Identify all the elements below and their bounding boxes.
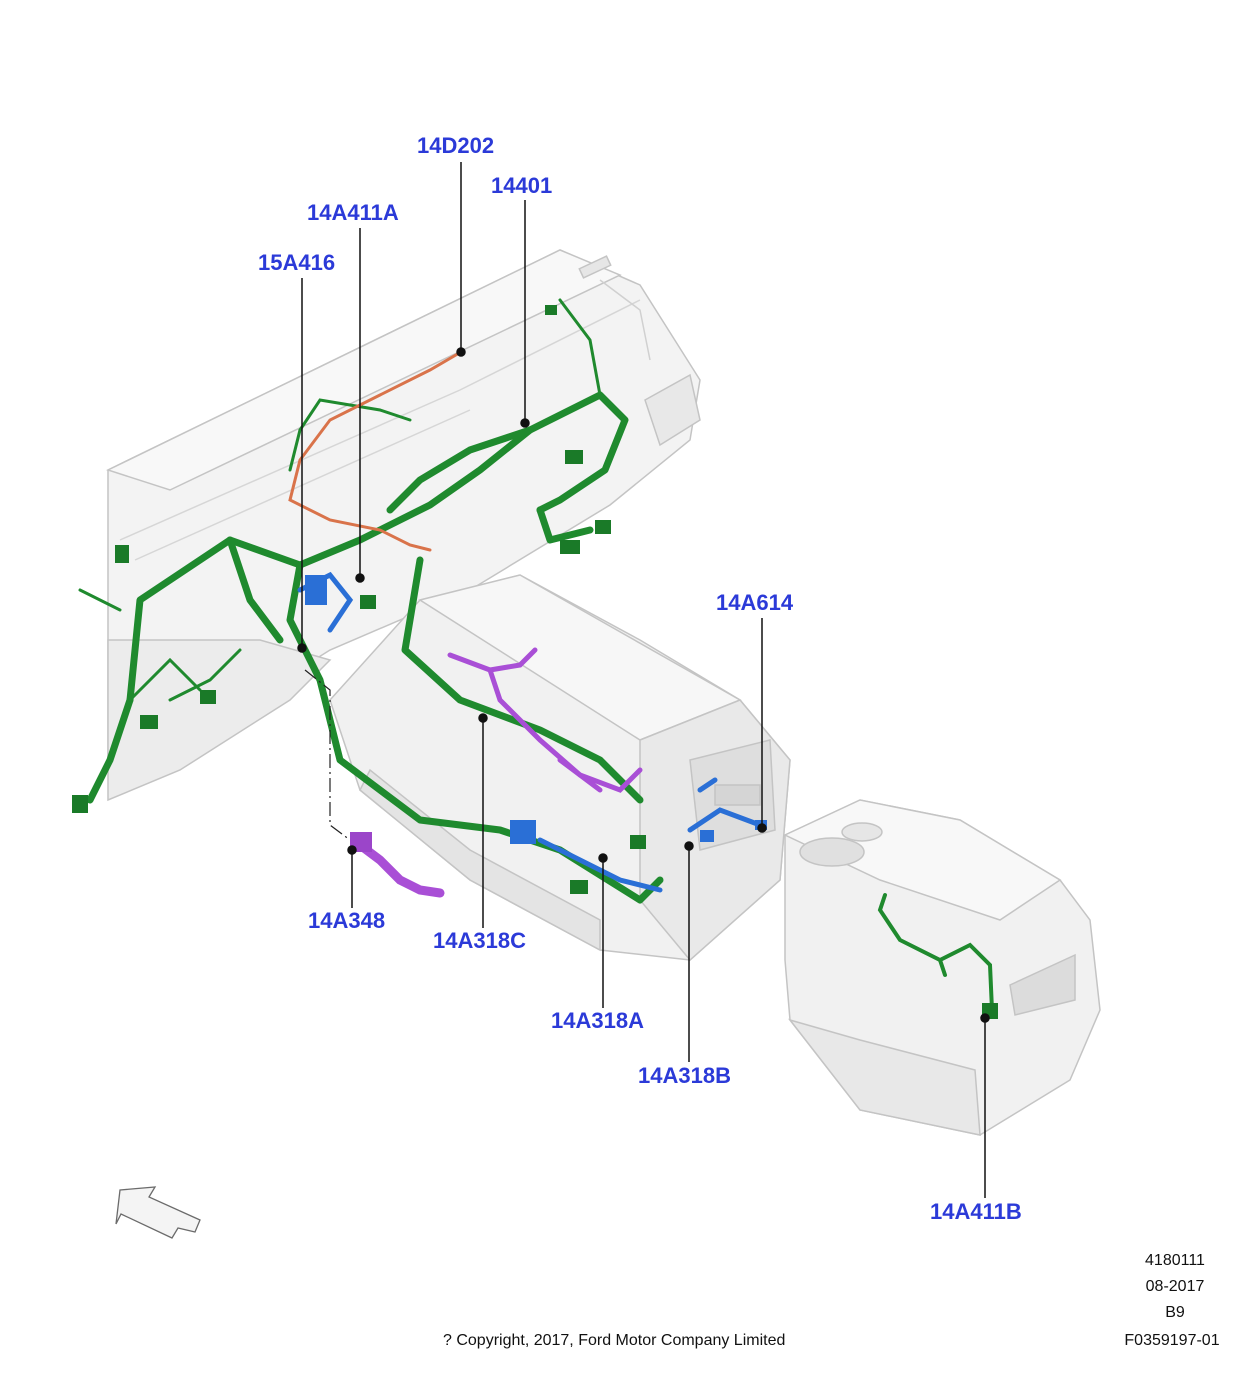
harness-14A348 (355, 840, 445, 898)
instrument-panel (105, 249, 701, 802)
center-console (329, 574, 791, 962)
callout-15A416: 15A416 (258, 250, 336, 275)
harness-14401-branches (78, 298, 602, 702)
harness-14401 (86, 391, 664, 904)
callout-14A318A: 14A318A (551, 1008, 644, 1033)
callout-14D202: 14D202 (417, 133, 495, 158)
leader-lines (297, 162, 990, 1198)
reference-number: 4180111 (1145, 1252, 1205, 1269)
callout-14A411A: 14A411A (307, 200, 399, 225)
callout-14A348: 14A348 (308, 908, 386, 933)
callout-14A411B: 14A411B (930, 1199, 1022, 1224)
copyright-notice: ? Copyright, 2017, Ford Motor Company Li… (443, 1332, 786, 1349)
leader-14A348-dashed (304, 669, 351, 841)
forward-arrow-icon (115, 1186, 201, 1239)
connectors-green (72, 305, 646, 894)
harness-14A318C (447, 647, 643, 793)
harness-14A411B (877, 893, 994, 1012)
revision-date: 08-2017 (1145, 1278, 1205, 1295)
callout-14401: 14401 (491, 173, 553, 198)
callout-14A614: 14A614 (716, 590, 794, 615)
callout-14A318B: 14A318B (638, 1063, 731, 1088)
figure-id: F0359197-01 (1124, 1332, 1220, 1349)
model-code: B9 (1165, 1304, 1185, 1321)
harness-14D202 (288, 350, 463, 552)
callout-14A318C: 14A318C (433, 928, 526, 953)
